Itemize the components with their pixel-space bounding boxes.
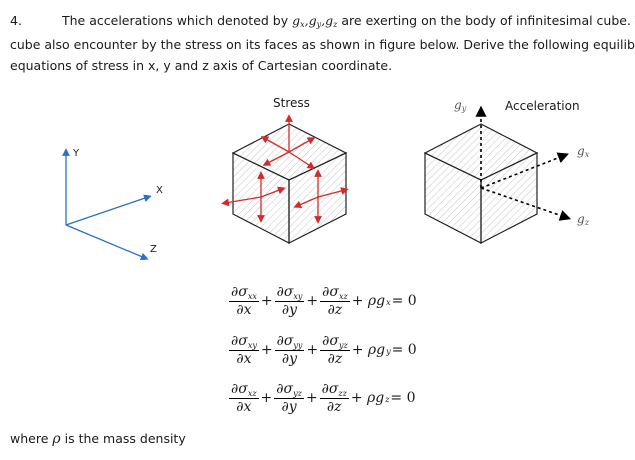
equation-z: ∂σxz∂x+∂σyz∂y+∂σzz∂z+ ρgz= 0	[229, 381, 416, 415]
question-number: 4.	[10, 13, 22, 28]
gz-arrow	[480, 187, 572, 221]
question-line-1-text: The accelerations which denoted by	[62, 13, 289, 28]
stress-label: Stress	[273, 96, 310, 110]
g-z-symbol: gz	[325, 13, 338, 29]
rho-symbol: ρ	[52, 431, 61, 447]
z-axis	[65, 224, 149, 261]
x-axis	[65, 194, 152, 226]
stress-cube	[221, 114, 349, 244]
mass-density-note: where ρ is the mass density	[10, 431, 186, 447]
gz-label: gz	[577, 212, 589, 227]
axis-label-x: X	[156, 185, 163, 196]
question-line-3: equations of stress in x, y and z axis o…	[10, 58, 393, 73]
axis-label-z: Z	[150, 244, 157, 255]
equation-y: ∂σxy∂x+∂σyy∂y+∂σyz∂z+ ρgy= 0	[229, 333, 417, 367]
gx-label: gx	[577, 144, 590, 159]
gx-arrow	[480, 152, 569, 189]
acceleration-cube	[423, 105, 572, 244]
acceleration-label: Acceleration	[505, 99, 580, 113]
axis-label-y: Y	[73, 148, 80, 159]
gy-label: gy	[454, 98, 467, 113]
question-line-2: cube also encounter by the stress on its…	[10, 37, 635, 52]
g-x-symbol: gx	[292, 13, 305, 29]
g-y-symbol: gy	[308, 13, 322, 29]
question-line-1-tail: are exerting on the body of infinitesima…	[341, 13, 635, 28]
coordinate-axes	[62, 148, 152, 261]
question-line-1: The accelerations which denoted by gx,gy…	[62, 13, 635, 33]
equation-x: ∂σxx∂x+∂σxy∂y+∂σxz∂z+ ρgx= 0	[229, 284, 417, 318]
